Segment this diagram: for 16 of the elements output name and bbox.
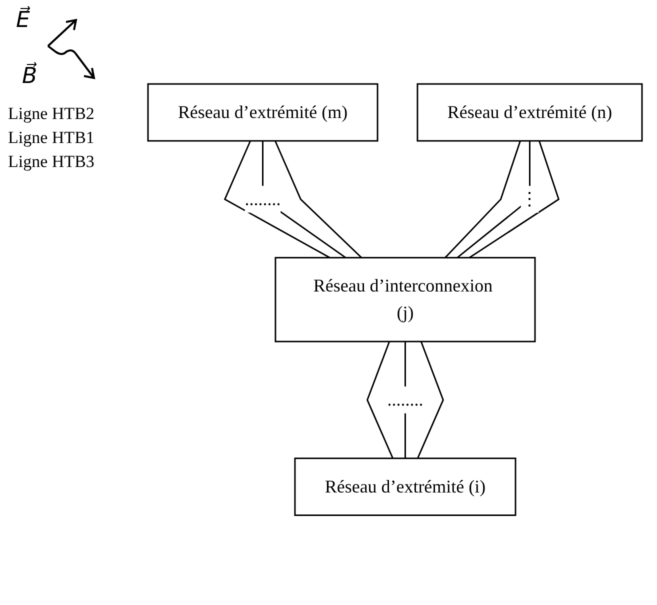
connector <box>416 342 444 460</box>
network-box: Réseau d’interconnexion (j) <box>274 257 536 343</box>
line-label: Ligne HTB3 <box>8 152 96 172</box>
connector <box>274 140 362 259</box>
line-label: Ligne HTB1 <box>8 128 96 148</box>
network-box: Réseau d’extrémité (n) <box>416 84 643 142</box>
network-box: Réseau d’extrémité (m) <box>147 84 378 142</box>
connector <box>224 140 330 259</box>
network-box: Réseau d’extrémité (i) <box>294 458 516 516</box>
connector <box>468 141 560 259</box>
vector-symbol: B⃗ <box>22 64 38 89</box>
line-label: Ligne HTB2 <box>8 104 96 124</box>
vector-symbol: E⃗ <box>16 8 30 33</box>
connector <box>444 141 521 259</box>
connector <box>366 342 394 460</box>
network-diagram: ........ ⋮ ........ Réseau d’extrémité (m) Réseau d’extrémité (n) Réseau d’interconnexion (j) Réseau d’extrémité (i) <box>140 76 650 524</box>
